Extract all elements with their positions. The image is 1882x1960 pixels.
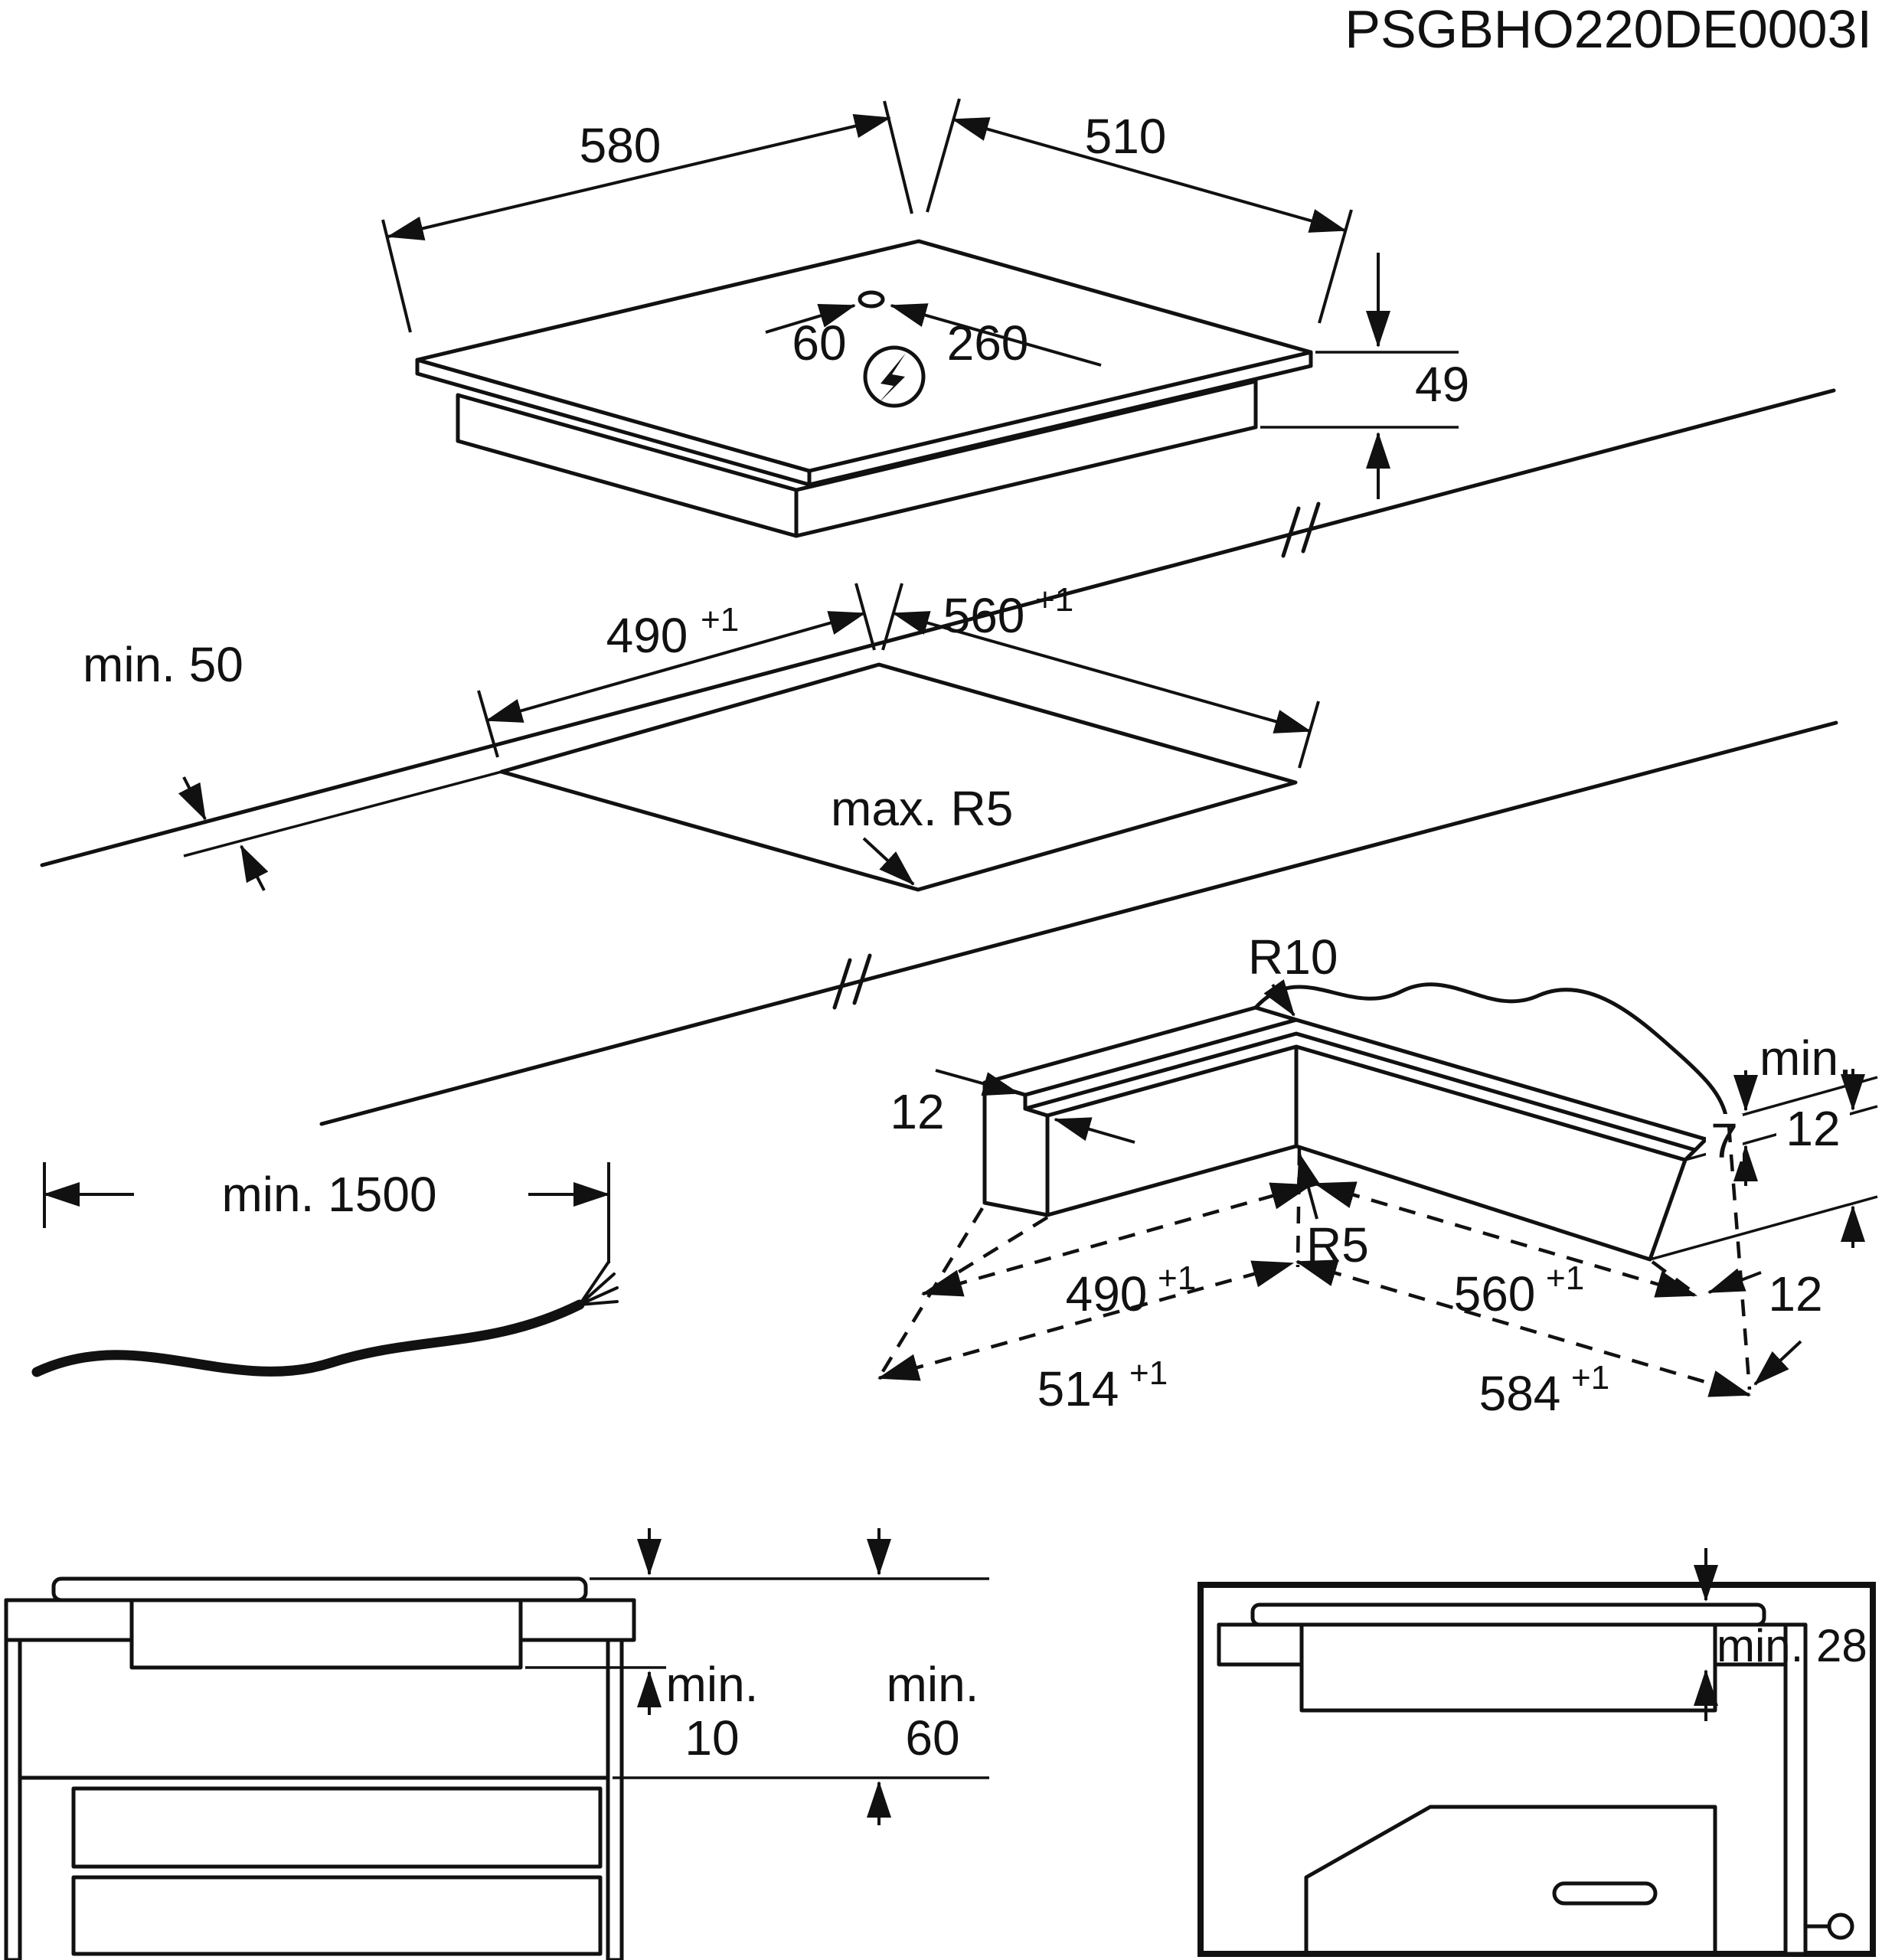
cabinet-side-left — [4, 1638, 22, 1960]
lightning-icon — [863, 345, 926, 408]
dimension-arrow — [1054, 1117, 1135, 1144]
hob-glass-section — [1250, 1602, 1766, 1627]
dimension-line-560 — [892, 611, 1312, 733]
front-clearance-label: min. 50 — [83, 637, 243, 692]
worktop-bottom-line — [1217, 1622, 1788, 1667]
leader-arrow — [1263, 979, 1296, 1017]
oven-outline — [1304, 1805, 1717, 1956]
extension-line — [881, 1125, 1752, 1390]
outer-width-tolerance: +1 — [1571, 1359, 1609, 1396]
extension-line — [1298, 701, 1320, 769]
dimension-arrow — [1753, 1340, 1802, 1386]
cutout-depth-label: 490 — [606, 608, 688, 663]
leader-arrow — [862, 837, 915, 886]
outer-depth-label: 514 — [1037, 1361, 1119, 1416]
dimension-arrow — [1707, 1268, 1762, 1294]
extension-line — [926, 98, 961, 213]
power-cable-drawing: min. 1500 — [31, 1162, 619, 1377]
corner-rebate-detail: R10 R5 7 min. 12 12 12 490 — [877, 929, 1878, 1421]
cabinet-side-right — [606, 1638, 624, 1960]
hob-width-label: 580 — [580, 118, 662, 173]
hole-to-edge-label: 260 — [947, 315, 1029, 371]
worktop-lower-edge — [319, 720, 1838, 1126]
extension-line — [477, 690, 499, 758]
detail-box-border — [1197, 1582, 1876, 1957]
drawer-front-upper — [71, 1786, 603, 1869]
cable-length-label: min. 1500 — [221, 1167, 436, 1222]
outer-radius-label: R10 — [1248, 929, 1338, 985]
drawer-gap-value: 10 — [685, 1710, 739, 1766]
vent-gap-value: 60 — [905, 1710, 959, 1766]
worktop-thickness-label: min. 28 — [1717, 1620, 1867, 1671]
dimension-line-514 — [877, 1260, 1295, 1381]
dimension-arrow — [935, 1069, 1020, 1096]
break-mark — [1281, 501, 1321, 558]
oven-handle — [1552, 1881, 1658, 1906]
side-view-oven: min. 28 — [1197, 1548, 1876, 1957]
dimension-line-490 — [485, 611, 866, 723]
dimension-line-584 — [1295, 1259, 1752, 1397]
cutout-opening — [499, 662, 1298, 892]
label-background — [1706, 1114, 1743, 1161]
outer-width-label: 584 — [1479, 1366, 1561, 1421]
lightning-bolt — [877, 353, 906, 404]
step-depth-label: 7 — [1710, 1113, 1738, 1168]
hob-glass-section — [51, 1576, 588, 1602]
dimension-line-260 — [890, 303, 1102, 367]
inner-width-tolerance: +1 — [1546, 1259, 1584, 1297]
hob-body-section — [1299, 1622, 1717, 1713]
extension-line — [381, 219, 412, 333]
inner-radius-label: R5 — [1306, 1217, 1369, 1272]
label-background — [1776, 1109, 1850, 1155]
dimension-line-580 — [387, 114, 891, 240]
hole-offset-label: 60 — [792, 315, 846, 371]
reference-line — [183, 770, 502, 858]
drawer-front-lower — [71, 1875, 603, 1956]
cabinet-side-panel — [1783, 1622, 1808, 1956]
hob-base-front-right — [794, 379, 1258, 538]
isometric-hob-view: 580 510 60 260 49 — [381, 98, 1469, 538]
cutout-width-tolerance: +1 — [1035, 581, 1073, 619]
cable-hole — [858, 290, 885, 309]
inner-depth-label: 490 — [1066, 1266, 1148, 1321]
outer-depth-tolerance: +1 — [1129, 1354, 1168, 1392]
min-value-label: 12 — [1786, 1101, 1840, 1156]
side-view-drawer: min. 10 min. 60 — [4, 1528, 989, 1960]
hob-height-label: 49 — [1415, 357, 1469, 412]
dimension-line-60 — [765, 303, 856, 334]
dimension-line-510 — [952, 117, 1347, 233]
hob-body-section — [129, 1598, 523, 1670]
hob-top-face — [415, 239, 1313, 473]
inner-width-label: 560 — [1454, 1266, 1536, 1321]
diagram-code: PSGBHO220DE0003I — [1345, 0, 1872, 59]
reference-line — [1649, 1195, 1878, 1261]
ledge-width-left-label: 12 — [890, 1084, 944, 1139]
worktop-cutout-view: min. 50 490 +1 560 +1 max. R5 — [40, 388, 1838, 1126]
vent-gap-min-word: min. — [887, 1657, 979, 1712]
adjustable-foot-knob — [1827, 1913, 1854, 1940]
inner-depth-tolerance: +1 — [1158, 1259, 1196, 1297]
ledge-width-right-label: 12 — [1768, 1266, 1822, 1321]
hob-depth-label: 510 — [1085, 109, 1167, 164]
dimension-arrow — [240, 844, 269, 891]
break-mark — [832, 953, 872, 1010]
extension-line — [854, 583, 876, 651]
drawer-gap-min-word: min. — [666, 1657, 759, 1712]
worktop-broken-surface — [1253, 982, 1729, 1142]
cutout-radius-label: max. R5 — [831, 781, 1013, 836]
dimension-arrow — [178, 776, 207, 821]
cable-curve — [31, 1299, 585, 1377]
cable-wire-ends — [578, 1260, 619, 1306]
cutout-width-label: 560 — [943, 588, 1025, 643]
cutout-depth-tolerance: +1 — [701, 601, 739, 639]
worktop-bottom-line — [4, 1598, 636, 1642]
min-word-label: min. — [1759, 1031, 1852, 1086]
